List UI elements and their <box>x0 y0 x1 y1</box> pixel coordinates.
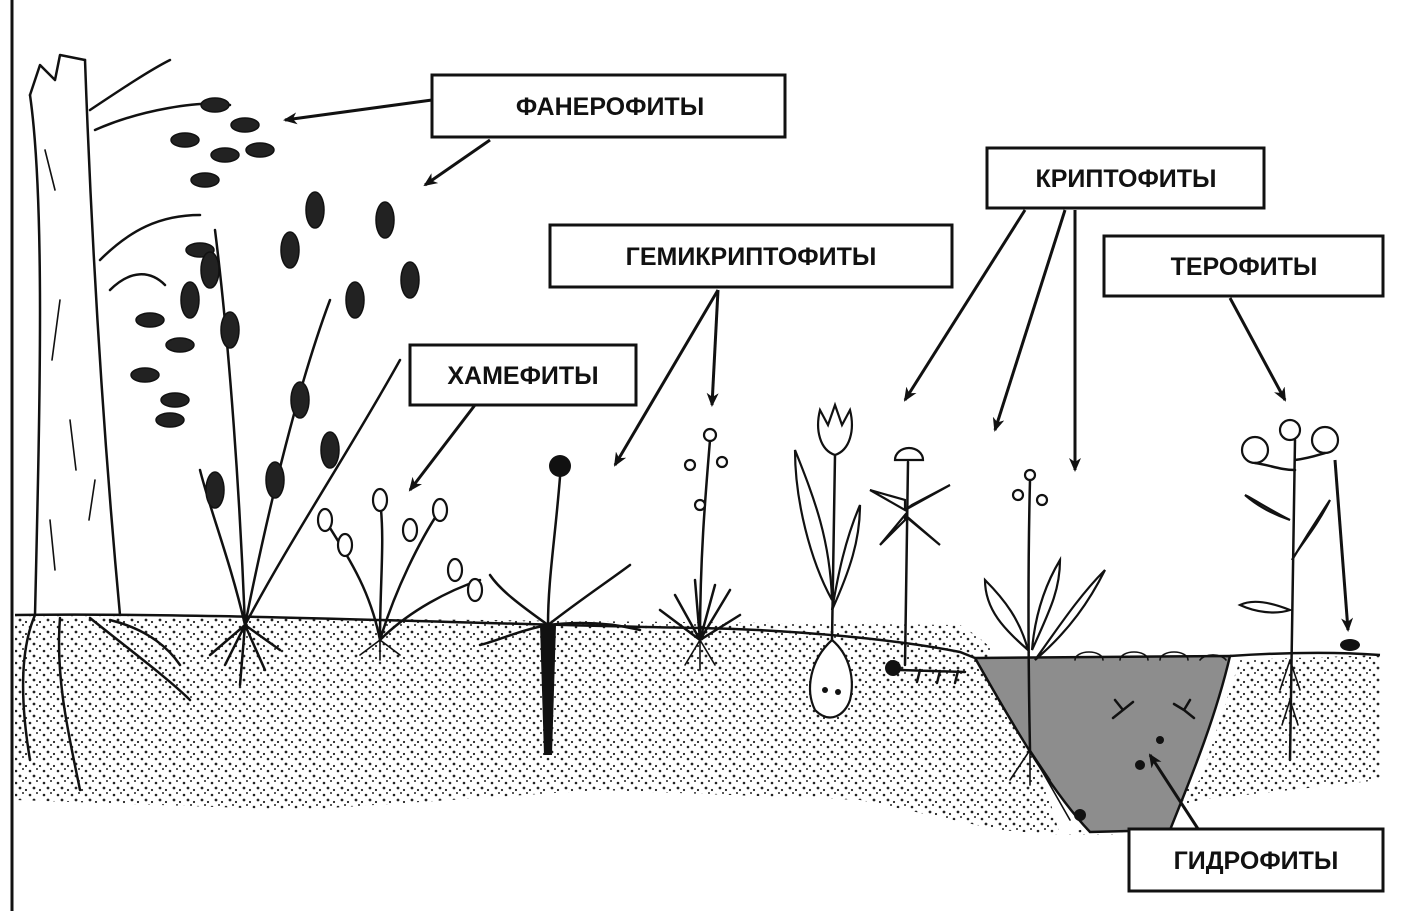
label-hemicryptophytes: ГЕМИКРИПТОФИТЫ <box>550 225 952 287</box>
label-hydrophytes: ГИДРОФИТЫ <box>1129 829 1383 891</box>
arrow-chamaephytes <box>410 405 475 490</box>
label-therophytes: ТЕРОФИТЫ <box>1104 236 1383 296</box>
label-cryptophytes: КРИПТОФИТЫ <box>987 148 1264 208</box>
label-cryptophytes-text: КРИПТОФИТЫ <box>1035 165 1216 193</box>
arrow-therophytes-seed <box>1335 460 1348 630</box>
label-chamaephytes-text: ХАМЕФИТЫ <box>447 362 598 390</box>
label-phanerophytes: ФАНЕРОФИТЫ <box>432 75 785 137</box>
arrow-therophytes-plant <box>1230 298 1285 400</box>
label-hemicryptophytes-text: ГЕМИКРИПТОФИТЫ <box>626 243 877 271</box>
arrow-phanerophytes-shrub <box>425 140 490 185</box>
shrub-illustration <box>181 192 419 685</box>
arrow-phanerophytes-tree <box>285 100 432 120</box>
arrow-hemicryptophytes-grass <box>712 290 718 405</box>
label-chamaephytes: ХАМЕФИТЫ <box>410 345 636 405</box>
label-therophytes-text: ТЕРОФИТЫ <box>1171 253 1318 281</box>
label-hydrophytes-text: ГИДРОФИТЫ <box>1174 847 1339 875</box>
label-phanerophytes-text: ФАНЕРОФИТЫ <box>516 93 704 121</box>
